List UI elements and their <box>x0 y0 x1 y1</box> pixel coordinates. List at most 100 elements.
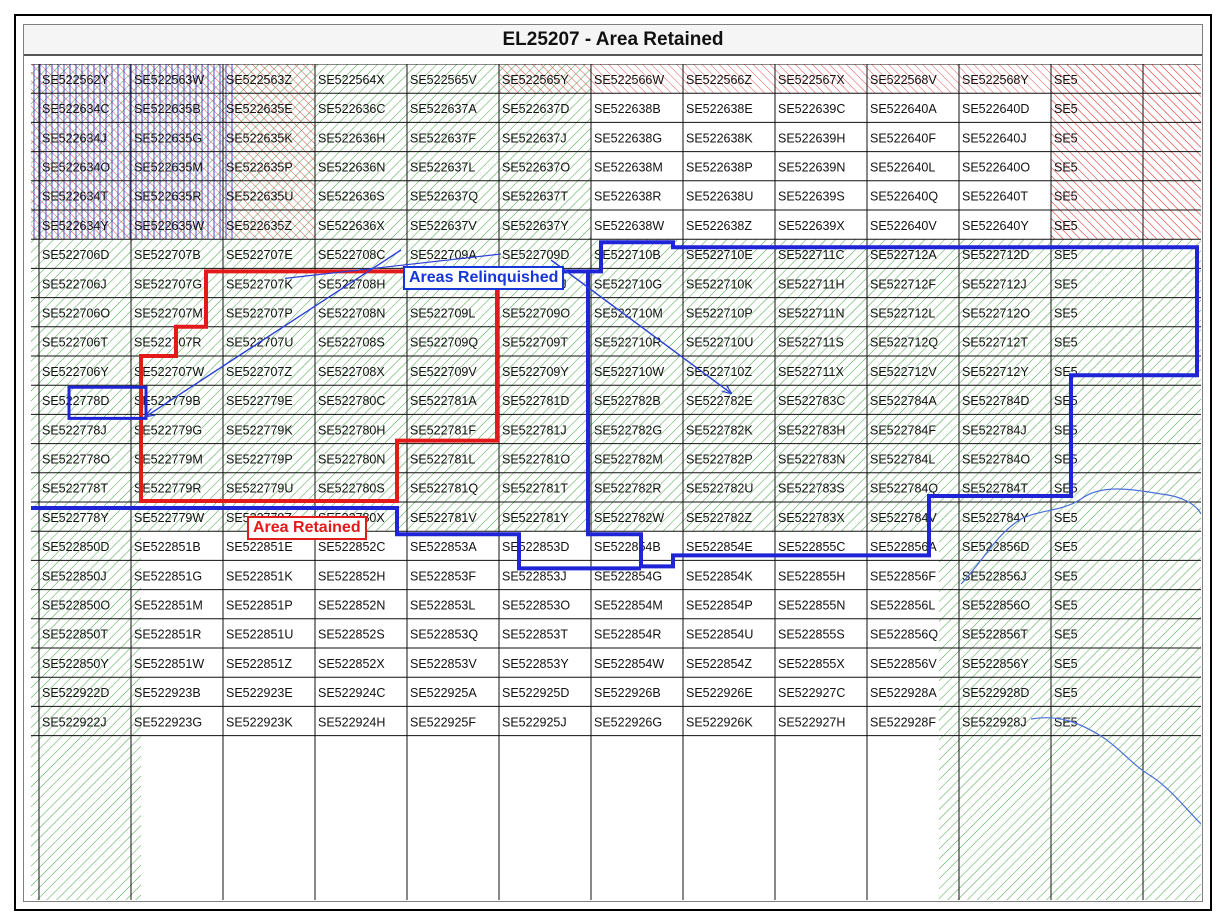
block-label: SE522634O <box>42 160 110 174</box>
block-label: SE522853T <box>502 628 568 642</box>
block-label: SE522783C <box>778 394 845 408</box>
area-retained-label: Area Retained <box>247 516 367 540</box>
block-label: SE522566Z <box>686 73 752 87</box>
block-label: SE522635R <box>134 190 201 204</box>
block-label: SE522636N <box>318 160 385 174</box>
block-label: SE522635U <box>226 190 293 204</box>
block-label: SE522568V <box>870 73 937 87</box>
block-label: SE522852C <box>318 540 385 554</box>
river-lines <box>960 488 1201 825</box>
block-label: SE522710B <box>594 248 661 262</box>
block-label: SE522853L <box>410 598 475 612</box>
block-label: SE522784T <box>962 482 1028 496</box>
block-label: SE522779B <box>134 394 201 408</box>
block-label: SE522850Y <box>42 657 109 671</box>
block-label: SE522778J <box>42 423 107 437</box>
block-label: SE522706D <box>42 248 109 262</box>
block-label: SE522782G <box>594 423 662 437</box>
block-label: SE522854P <box>686 598 753 612</box>
block-label: SE522853V <box>410 657 477 671</box>
relinquished-lower-edge <box>31 506 641 571</box>
block-label: SE522780N <box>318 452 385 466</box>
block-label: SE522852N <box>318 598 385 612</box>
block-label: SE522710P <box>686 306 753 320</box>
block-label: SE522781D <box>502 394 569 408</box>
block-label: SE522565V <box>410 73 477 87</box>
areas-relinquished-label: Areas Relinquished <box>403 266 565 290</box>
block-label: SE522851K <box>226 569 293 583</box>
block-label: SE522851M <box>134 598 203 612</box>
block-label: SE522779K <box>226 423 293 437</box>
block-label: SE522637F <box>410 131 476 145</box>
block-label: SE522923G <box>134 715 202 729</box>
block-label: SE522851U <box>226 628 293 642</box>
block-label: SE522778O <box>42 452 110 466</box>
block-label: SE522856T <box>962 628 1028 642</box>
block-label: SE522712Q <box>870 336 938 350</box>
block-label: SE522707M <box>134 306 203 320</box>
block-label: SE522708C <box>318 248 385 262</box>
block-label: SE522853A <box>410 540 477 554</box>
block-label: SE522781J <box>502 423 567 437</box>
block-label: SE522782M <box>594 452 663 466</box>
block-label: SE522706T <box>42 336 108 350</box>
hatch-green-right <box>939 531 1201 900</box>
block-label: SE522781A <box>410 394 477 408</box>
block-label: SE522778T <box>42 482 108 496</box>
block-label: SE522784J <box>962 423 1027 437</box>
block-label: SE522640F <box>870 131 936 145</box>
block-label: SE522707Z <box>226 365 292 379</box>
block-label: SE522711H <box>778 277 845 291</box>
block-label: SE522779G <box>134 423 202 437</box>
block-label: SE5 <box>1054 628 1078 642</box>
block-label: SE522564X <box>318 73 385 87</box>
block-label: SE522712A <box>870 248 937 262</box>
block-label: SE522784D <box>962 394 1029 408</box>
block-label: SE522855S <box>778 628 845 642</box>
block-label: SE522779E <box>226 394 293 408</box>
block-label: SE522635Z <box>226 219 292 233</box>
block-label: SE522640L <box>870 160 935 174</box>
river-line <box>960 488 1201 585</box>
block-label: SE522712T <box>962 336 1028 350</box>
block-label: SE522637L <box>410 160 475 174</box>
block-label: SE522634Y <box>42 219 109 233</box>
block-label: SE522708S <box>318 336 385 350</box>
block-label: SE522638P <box>686 160 753 174</box>
block-label: SE522638Z <box>686 219 752 233</box>
block-label: SE522855X <box>778 657 845 671</box>
block-label: SE522784Q <box>870 482 938 496</box>
block-label: SE5 <box>1054 219 1078 233</box>
relinquished-small-block <box>67 385 148 420</box>
block-label: SE522711X <box>778 365 844 379</box>
block-label: SE522710G <box>594 277 662 291</box>
callout-arrow <box>146 249 402 416</box>
block-label: SE522779M <box>134 452 203 466</box>
block-label: SE522710M <box>594 306 663 320</box>
block-label: SE522784Y <box>962 511 1029 525</box>
block-label: SE522709V <box>410 365 477 379</box>
block-label: SE522852X <box>318 657 385 671</box>
block-label: SE522640J <box>962 131 1027 145</box>
block-label: SE522638G <box>594 131 662 145</box>
block-label: SE522851B <box>134 540 201 554</box>
block-label: SE522780C <box>318 394 385 408</box>
block-label: SE522925D <box>502 686 569 700</box>
block-label: SE522855H <box>778 569 845 583</box>
block-label: SE522923E <box>226 686 293 700</box>
block-label: SE522928A <box>870 686 937 700</box>
block-label: SE522706Y <box>42 365 109 379</box>
callout-arrow <box>284 253 502 279</box>
block-label: SE522784V <box>870 511 937 525</box>
block-label: SE522640T <box>962 190 1028 204</box>
block-label: SE522707E <box>226 248 293 262</box>
block-label: SE522851Z <box>226 657 292 671</box>
block-label: SE522638B <box>594 102 661 116</box>
block-label: SE522710E <box>686 248 753 262</box>
block-label: SE522707G <box>134 277 202 291</box>
block-label: SE522711C <box>778 248 845 262</box>
block-label: SE522635M <box>134 160 203 174</box>
block-label: SE5 <box>1054 131 1078 145</box>
